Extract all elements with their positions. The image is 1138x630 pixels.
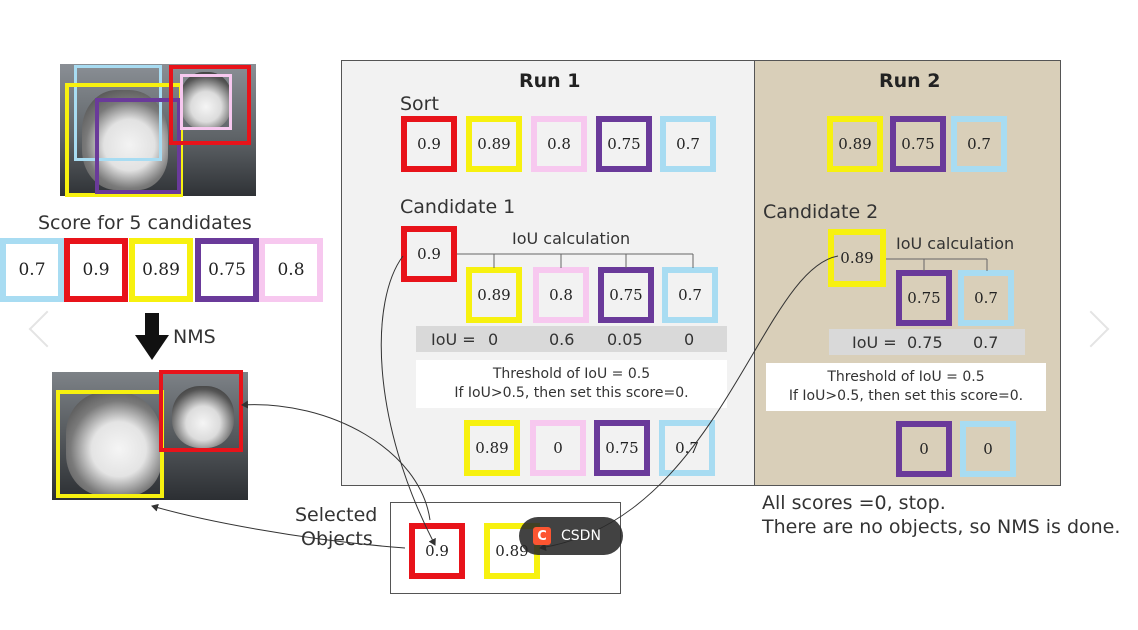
result-box: 0	[896, 421, 952, 477]
iou-value: 0	[488, 330, 499, 349]
selected-box: 0.9	[409, 523, 465, 579]
dog-head-left	[66, 392, 162, 496]
iou-value: 0.7	[973, 333, 999, 352]
iou-value: 0.05	[607, 330, 643, 349]
csdn-logo-icon: C	[533, 527, 551, 545]
candidate-label: Candidate 2	[763, 201, 879, 223]
candidate-box: 0.75	[195, 238, 259, 302]
iou-value: 0.75	[907, 333, 943, 352]
final-line1: All scores =0, stop.	[762, 492, 946, 514]
compare-box: 0.89	[466, 267, 522, 323]
selected-label-line1: Selected	[295, 504, 378, 526]
bbox-red	[169, 65, 251, 145]
candidate-label: Candidate 1	[400, 196, 516, 218]
bbox-yellow	[65, 83, 183, 197]
dog-head-right	[180, 72, 232, 130]
score-label: Score for 5 candidates	[38, 212, 252, 234]
csdn-watermark[interactable]: C CSDN	[519, 517, 623, 555]
compare-box: 0.7	[958, 270, 1014, 326]
candidate-box: 0.9	[64, 238, 128, 302]
next-arrow-icon[interactable]	[1072, 310, 1110, 348]
sorted-box: 0.7	[660, 116, 716, 172]
prev-arrow-icon[interactable]	[28, 310, 66, 348]
selected-label-line2: Objects	[301, 528, 373, 550]
sorted-box: 0.7	[951, 116, 1007, 172]
nms-label: NMS	[173, 326, 216, 348]
threshold-line1: Threshold of IoU = 0.5	[492, 366, 651, 382]
iou-prefix: IoU =	[431, 330, 476, 349]
bbox-yellow	[56, 390, 164, 498]
sort-label: Sort	[400, 93, 439, 115]
result-box: 0	[960, 421, 1016, 477]
candidate-box: 0.89	[828, 229, 886, 287]
iou-prefix: IoU =	[852, 333, 897, 352]
run1-title: Run 1	[519, 70, 581, 92]
compare-box: 0.7	[662, 267, 718, 323]
iou-value: 0	[684, 330, 695, 349]
iou-value: 0.6	[549, 330, 575, 349]
candidate-box: 0.8	[259, 238, 323, 302]
candidate-box: 0.89	[129, 238, 193, 302]
iou-bar	[829, 329, 1025, 355]
sorted-box: 0.89	[466, 116, 522, 172]
result-box: 0.75	[594, 420, 650, 476]
bbox-pink	[180, 74, 232, 130]
threshold-note: Threshold of IoU = 0.5 If IoU>0.5, then …	[766, 363, 1046, 411]
result-box: 0	[530, 420, 586, 476]
result-box: 0.89	[464, 420, 520, 476]
bbox-blue	[74, 65, 162, 161]
sorted-box: 0.75	[890, 116, 946, 172]
final-line2: There are no objects, so NMS is done.	[762, 516, 1121, 538]
bbox-red	[159, 370, 243, 452]
iou-calc-label: IoU calculation	[512, 229, 631, 248]
threshold-line1: Threshold of IoU = 0.5	[827, 369, 985, 385]
sorted-box: 0.8	[531, 116, 587, 172]
sorted-box: 0.89	[827, 116, 883, 172]
compare-box: 0.75	[598, 267, 654, 323]
sorted-box: 0.9	[401, 116, 457, 172]
candidate-box: 0.7	[0, 238, 64, 302]
candidate-box: 0.9	[401, 226, 457, 282]
compare-box: 0.75	[896, 270, 952, 326]
sorted-box: 0.75	[596, 116, 652, 172]
iou-calc-label: IoU calculation	[896, 234, 1015, 253]
threshold-line2: If IoU>0.5, then set this score=0.	[454, 385, 689, 401]
down-arrow-icon	[135, 313, 169, 360]
dog-head-right	[172, 386, 234, 448]
run2-title: Run 2	[879, 70, 941, 92]
result-box: 0.7	[659, 420, 715, 476]
bbox-purple	[95, 98, 181, 194]
compare-box: 0.8	[533, 267, 589, 323]
threshold-line2: If IoU>0.5, then set this score=0.	[788, 388, 1024, 404]
threshold-note: Threshold of IoU = 0.5 If IoU>0.5, then …	[416, 360, 727, 408]
csdn-text: CSDN	[561, 528, 601, 544]
